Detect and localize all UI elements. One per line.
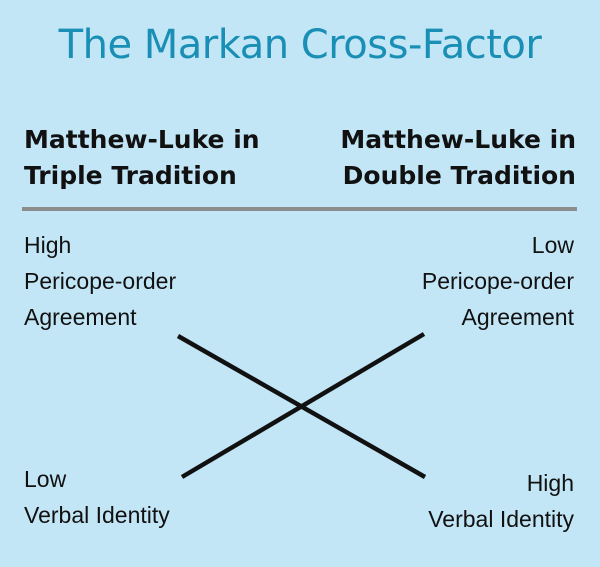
right-column-heading: Matthew-Luke in Double Tradition [340,122,576,194]
top-left-label: High Pericope-order Agreement [24,227,176,335]
top-left-line-3: Agreement [24,304,137,330]
heading-divider [22,207,577,211]
bottom-right-line-1: High [526,470,574,496]
top-right-line-1: Low [531,232,574,258]
right-heading-line-1: Matthew-Luke in [340,125,576,154]
top-left-line-1: High [24,232,72,258]
diagram-title: The Markan Cross-Factor [58,22,542,68]
top-right-line-3: Agreement [461,304,574,330]
bottom-left-line-2: Verbal Identity [24,502,170,528]
top-right-label: Low Pericope-order Agreement [422,227,574,335]
left-heading-line-2: Triple Tradition [24,161,237,190]
bottom-left-label: Low Verbal Identity [24,461,170,533]
left-column-heading: Matthew-Luke in Triple Tradition [24,122,260,194]
left-heading-line-1: Matthew-Luke in [24,125,260,154]
bottom-left-line-1: Low [24,466,67,492]
right-heading-line-2: Double Tradition [342,161,576,190]
bottom-right-line-2: Verbal Identity [428,506,574,532]
bottom-right-label: High Verbal Identity [428,465,574,537]
cross-line-ascending [180,332,426,479]
top-right-line-2: Pericope-order [421,268,574,294]
top-left-line-2: Pericope-order [24,268,177,294]
